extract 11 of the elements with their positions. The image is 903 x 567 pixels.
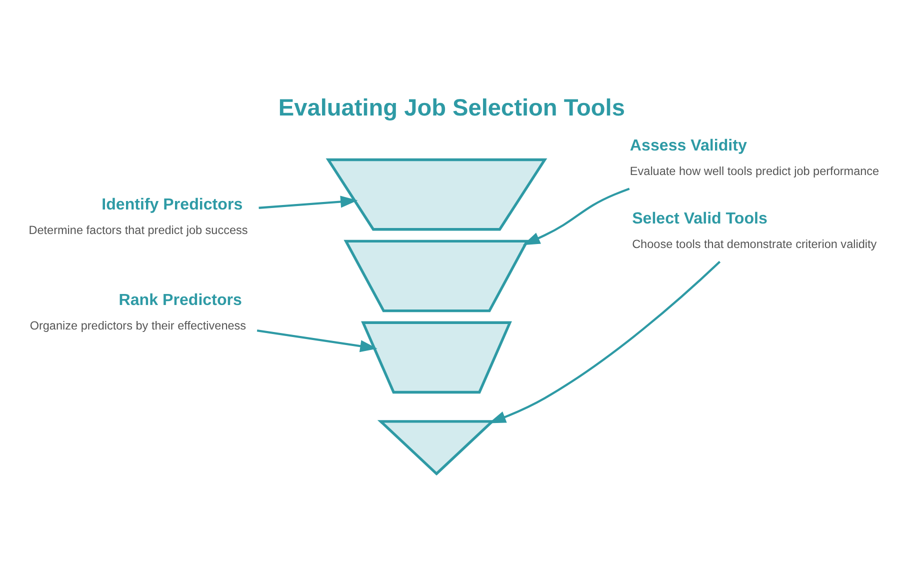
node-trapezoid bbox=[344, 240, 530, 312]
node-text: Identify Predictors Determine factors that predict job success bbox=[28, 196, 248, 237]
node-trapezoid bbox=[326, 158, 548, 231]
node-text: Select Valid Tools Choose tools that demonstrate criterion validity bbox=[632, 209, 877, 251]
node-trapezoid bbox=[361, 321, 512, 394]
arrow bbox=[522, 188, 630, 246]
arrow bbox=[258, 196, 358, 209]
node-text: Assess Validity Evaluate how well tools predict job performance bbox=[630, 136, 880, 178]
diagram-title: Evaluating Job Selection Tools bbox=[278, 94, 625, 120]
node-text: Rank Predictors Organize predictors by their effectiveness bbox=[30, 290, 246, 332]
arrow bbox=[256, 329, 378, 352]
